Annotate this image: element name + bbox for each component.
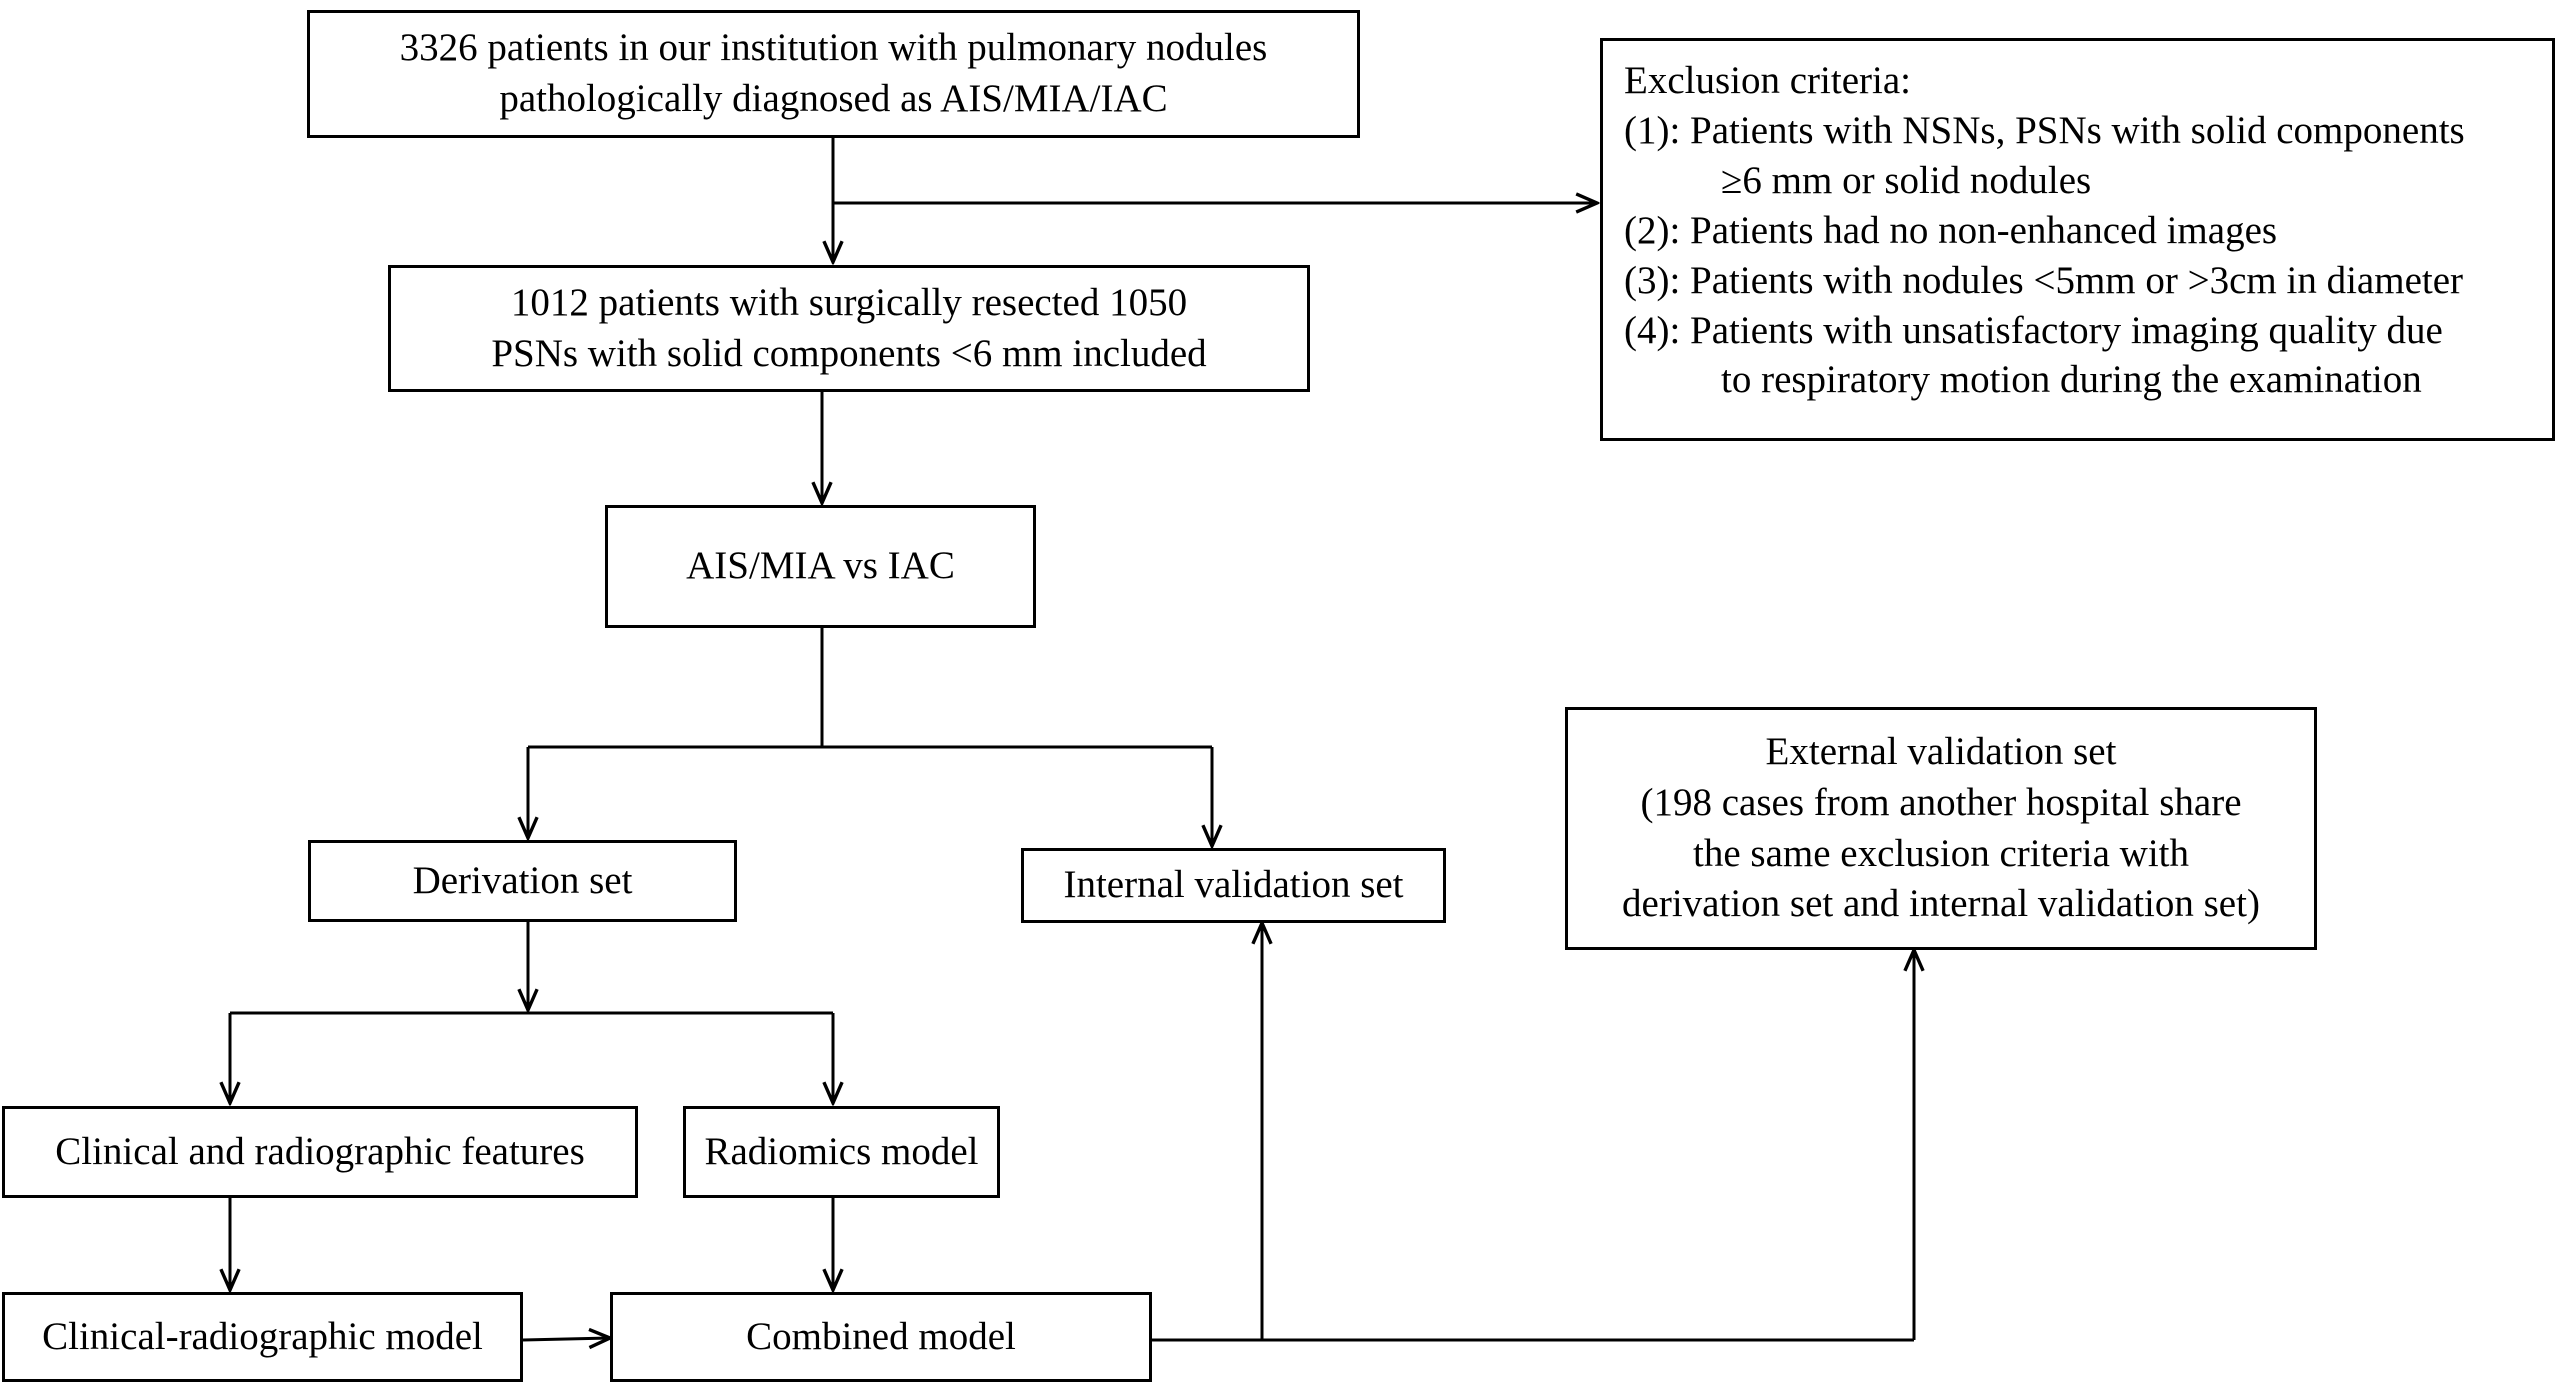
radiomics-label: Radiomics model	[704, 1129, 979, 1173]
box-comparison: AIS/MIA vs IAC	[605, 505, 1036, 628]
clinical-model-label: Clinical-radiographic model	[42, 1314, 483, 1358]
box-included-patients: 1012 patients with surgically resected 1…	[388, 265, 1310, 392]
box-radiomics-model: Radiomics model	[683, 1106, 1000, 1198]
comparison-label: AIS/MIA vs IAC	[686, 544, 955, 588]
box-external-validation-set: External validation set (198 cases from …	[1565, 707, 2317, 950]
box-exclusion-criteria: Exclusion criteria: (1): Patients with N…	[1600, 38, 2555, 441]
external-line-4: derivation set and internal validation s…	[1622, 882, 2260, 926]
exclusion-item-1-cont: ≥6 mm or solid nodules	[1721, 158, 2092, 202]
exclusion-title: Exclusion criteria:	[1624, 59, 1911, 102]
external-line-1: External validation set	[1765, 730, 2117, 774]
arrow-clinical-to-combined	[522, 1338, 610, 1340]
box-internal-validation-set: Internal validation set	[1021, 848, 1446, 923]
box-clinical-radiographic-model: Clinical-radiographic model	[2, 1292, 523, 1382]
patients-line-2: pathologically diagnosed as AIS/MIA/IAC	[499, 77, 1168, 120]
patients-line-1: 3326 patients in our institution with pu…	[399, 26, 1268, 70]
box-patients: 3326 patients in our institution with pu…	[307, 10, 1360, 138]
included-line-2: PSNs with solid components <6 mm include…	[491, 331, 1207, 375]
exclusion-item-4: (4): Patients with unsatisfactory imagin…	[1624, 308, 2443, 352]
included-line-1: 1012 patients with surgically resected 1…	[510, 280, 1188, 324]
derivation-label: Derivation set	[412, 858, 633, 902]
exclusion-item-3: (3): Patients with nodules <5mm or >3cm …	[1624, 258, 2464, 302]
clinical-features-label: Clinical and radiographic features	[55, 1129, 585, 1173]
combined-label: Combined model	[746, 1314, 1016, 1358]
box-clinical-radiographic-features: Clinical and radiographic features	[2, 1106, 638, 1198]
external-line-3: the same exclusion criteria with	[1693, 831, 2189, 875]
box-combined-model: Combined model	[610, 1292, 1152, 1382]
exclusion-item-2: (2): Patients had no non-enhanced images	[1624, 208, 2278, 252]
exclusion-item-4-cont: to respiratory motion during the examina…	[1721, 358, 2422, 402]
exclusion-item-1: (1): Patients with NSNs, PSNs with solid…	[1624, 108, 2465, 152]
box-derivation-set: Derivation set	[308, 840, 737, 922]
external-line-2: (198 cases from another hospital share	[1640, 780, 2242, 824]
internal-validation-label: Internal validation set	[1063, 863, 1404, 907]
